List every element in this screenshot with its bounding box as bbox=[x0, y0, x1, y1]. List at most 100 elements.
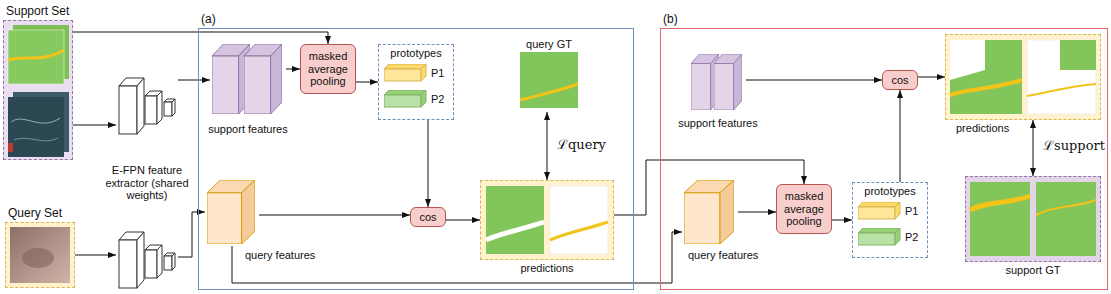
process-box: masked average pooling bbox=[300, 44, 356, 94]
prediction-group: predictions bbox=[480, 180, 614, 260]
operation-box: cos bbox=[882, 70, 918, 90]
node-text: predictions bbox=[956, 122, 1009, 135]
prototype-slab bbox=[858, 202, 902, 220]
slab-face bbox=[384, 90, 426, 95]
stage-panel: (a)support featuresmasked average poolin… bbox=[198, 28, 634, 290]
crack-mask bbox=[970, 196, 1030, 210]
node-text: masked average pooling bbox=[303, 50, 353, 88]
slab-face bbox=[858, 207, 895, 219]
slab-face bbox=[384, 95, 421, 107]
node-text: support features bbox=[678, 117, 758, 130]
input-set: Query Set bbox=[5, 222, 75, 288]
ground-truth: query GT bbox=[516, 36, 582, 112]
slab-face bbox=[895, 202, 900, 219]
photo-image bbox=[8, 97, 64, 157]
node-text: cos bbox=[419, 211, 436, 224]
node-text: P1 bbox=[905, 205, 918, 218]
mask-image bbox=[1036, 182, 1096, 256]
connector-arrow bbox=[428, 120, 429, 207]
feature-cube bbox=[714, 54, 742, 110]
node-text: P2 bbox=[431, 93, 444, 106]
node-text: masked average pooling bbox=[779, 190, 829, 228]
connector-arrow bbox=[232, 232, 682, 283]
prototype-slab bbox=[384, 64, 428, 82]
slab-face bbox=[384, 69, 421, 81]
loss-label: ℒquery bbox=[555, 138, 608, 153]
operation-box: cos bbox=[410, 207, 446, 227]
photo-detail bbox=[11, 118, 60, 123]
node-text: (a) bbox=[201, 13, 216, 27]
feature-map: support features bbox=[210, 40, 286, 120]
connector-arrow bbox=[73, 32, 328, 44]
node-text: Support Set bbox=[6, 5, 69, 19]
set-background bbox=[3, 20, 73, 160]
mask-image bbox=[950, 40, 1022, 114]
slab-face bbox=[858, 228, 900, 233]
group-background bbox=[480, 180, 614, 260]
prototype-vector: P2 bbox=[384, 90, 448, 108]
slab-face bbox=[421, 90, 426, 107]
feature-map: query features bbox=[682, 178, 738, 246]
node-text: support GT bbox=[1005, 264, 1060, 277]
crack-mask bbox=[550, 222, 608, 240]
node-text: Query Set bbox=[8, 207, 62, 221]
node-text: query GT bbox=[516, 36, 582, 51]
slab-face bbox=[384, 64, 426, 69]
photo-detail bbox=[22, 248, 54, 268]
connector-arrow bbox=[356, 82, 378, 83]
ground-truth: support GT bbox=[965, 176, 1101, 262]
connector-arrow bbox=[547, 112, 548, 180]
feature-cube bbox=[207, 180, 255, 244]
connector-arrow bbox=[446, 220, 480, 221]
prototype-vector: P2 bbox=[858, 228, 922, 246]
crack-mask bbox=[520, 84, 578, 100]
slab-face bbox=[858, 233, 895, 245]
crack-mask bbox=[950, 80, 1022, 95]
extractor-icon bbox=[119, 232, 175, 288]
crack-mask bbox=[8, 50, 64, 60]
group-background bbox=[945, 34, 1101, 120]
connector-arrow bbox=[178, 212, 205, 257]
mask-image bbox=[486, 186, 544, 254]
set-background bbox=[5, 222, 75, 288]
feature-map: support features bbox=[690, 52, 746, 114]
extractor-icon bbox=[119, 78, 175, 134]
crack-mask bbox=[1027, 84, 1096, 96]
stage-panel: (b)support featurescospredictionsquery f… bbox=[660, 28, 1108, 290]
connector-arrow bbox=[832, 220, 852, 221]
mask-image bbox=[520, 52, 578, 108]
crack-mask bbox=[1036, 200, 1096, 215]
photo-image bbox=[10, 227, 70, 283]
connector-arrow bbox=[75, 255, 116, 256]
connector-arrow bbox=[286, 69, 300, 70]
feature-map: query features bbox=[205, 178, 259, 246]
group-background bbox=[965, 176, 1101, 262]
connector-arrow bbox=[178, 80, 210, 81]
node-text: cos bbox=[891, 74, 908, 87]
mask-region bbox=[950, 40, 985, 80]
connector-arrow bbox=[738, 212, 776, 213]
prototype-vector: P1 bbox=[858, 202, 922, 220]
connector-arrow bbox=[1033, 120, 1034, 176]
photo-detail bbox=[8, 143, 13, 152]
connector-arrow bbox=[259, 215, 410, 216]
node-text: support features bbox=[208, 123, 288, 136]
feature-extractor: E-FPN feature extractor (shared weights) bbox=[116, 72, 178, 290]
connector-arrow bbox=[746, 80, 882, 81]
mask-image bbox=[8, 30, 64, 84]
loss-label: ℒsupport bbox=[1041, 139, 1107, 154]
connector-arrow bbox=[918, 77, 945, 78]
prototype-vector: P1 bbox=[384, 64, 448, 82]
feature-cube bbox=[244, 44, 282, 114]
connector-arrow bbox=[73, 125, 116, 126]
node-text: query features bbox=[245, 249, 315, 262]
prototype-group: prototypesP1P2 bbox=[852, 182, 928, 258]
prediction-group: predictions bbox=[945, 34, 1101, 120]
node-text: P1 bbox=[431, 67, 444, 80]
crack-mask bbox=[486, 222, 544, 240]
node-text: P2 bbox=[905, 231, 918, 244]
input-set: Support Set bbox=[3, 20, 73, 160]
feature-cube bbox=[684, 180, 734, 244]
process-box: masked average pooling bbox=[776, 184, 832, 234]
